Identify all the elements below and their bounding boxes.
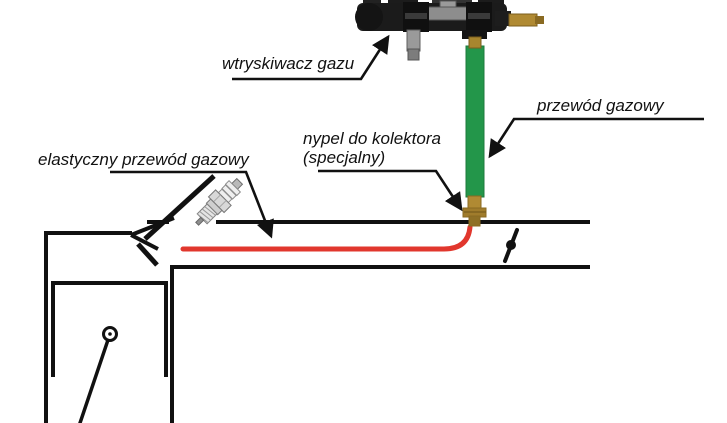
- gas-injector-rail-photo: [355, 0, 544, 61]
- gas-line-tube: [465, 45, 485, 198]
- spark-plug-rib-2: [221, 184, 237, 200]
- spark-plug-hex-facet-1: [213, 194, 221, 203]
- leader-flexible-hose: [110, 170, 274, 239]
- spark-plug-thread-line-2: [201, 208, 214, 219]
- injector-unit-left-band: [405, 13, 427, 19]
- injector-unit-right-band: [468, 13, 490, 19]
- connecting-rod-line: [78, 333, 112, 423]
- piston-pin-center-dot: [108, 332, 112, 336]
- label-injector: wtryskiwacz gazu: [222, 54, 355, 73]
- spark-plug-thread-line-3: [199, 211, 211, 221]
- valve-seat-lower-line: [130, 233, 159, 251]
- manifold-nipple: [462, 195, 487, 227]
- label-nipple-line2: (specjalny): [303, 148, 386, 167]
- rail-right-hex: [495, 11, 511, 26]
- rail-brass-fitting-tip: [535, 16, 544, 24]
- intake-port-upper-wall: [143, 174, 216, 241]
- intake-manifold: [170, 220, 590, 269]
- spark-plug-electrode: [195, 216, 205, 226]
- label-nipple: nypel do kolektora (specjalny): [303, 129, 441, 167]
- throttle-valve-symbol: [503, 228, 519, 263]
- rail-left-stem-foot: [407, 48, 420, 61]
- leader-lines: [110, 34, 704, 239]
- label-gas-line: przewód gazowy: [537, 96, 664, 115]
- throttle-pivot-dot: [506, 240, 516, 250]
- piston-assembly: [78, 326, 118, 423]
- rail-left-lobe: [355, 3, 383, 31]
- rail-center-bracket: [427, 6, 469, 21]
- spark-plug-hex-facet-2: [218, 200, 227, 208]
- leader-nipple: [318, 169, 463, 212]
- leader-gas-line: [488, 117, 704, 159]
- leader-injector: [232, 34, 390, 81]
- spark-plug-thread-line-4: [196, 213, 209, 224]
- rail-brass-fitting: [508, 13, 538, 27]
- engine-block-sketch: [44, 174, 216, 423]
- rail-left-stem: [406, 29, 421, 52]
- label-flexible-hose: elastyczny przewód gazowy: [38, 150, 249, 169]
- spark-plug-thread-line-1: [204, 206, 216, 216]
- flexible-gas-hose: [180, 224, 473, 252]
- rail-outlet-fitting: [462, 30, 487, 39]
- intake-port-lower-wall: [136, 242, 159, 267]
- label-nipple-line1: nypel do kolektora: [303, 129, 441, 148]
- rail-outlet-brass-tip: [468, 36, 482, 49]
- nipple-lower-tip: [468, 215, 481, 227]
- spark-plug-icon: [195, 177, 244, 226]
